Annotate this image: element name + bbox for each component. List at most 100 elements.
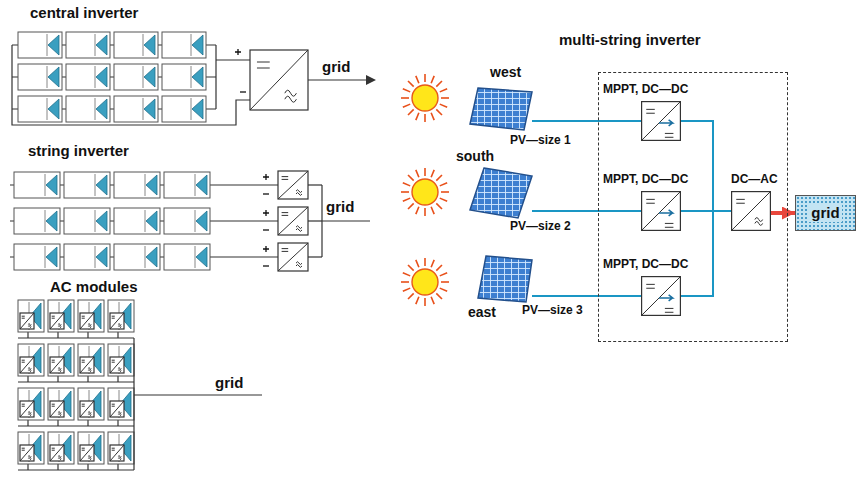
mppt-converter: MPPT, DC—DC	[641, 191, 681, 231]
converter-symbol	[641, 101, 681, 141]
sun-ray	[416, 260, 419, 267]
block-heading: MPPT, DC—DC	[603, 83, 688, 97]
converter-diagonal	[20, 357, 34, 373]
pv-module	[14, 208, 60, 234]
sun-ray	[424, 168, 426, 176]
panel-size-label: PV—size 1	[510, 134, 571, 148]
ac-symbol	[118, 368, 121, 372]
dc-symbol	[82, 360, 85, 362]
module-diode	[192, 35, 203, 55]
module-drop	[57, 332, 58, 338]
converter-box	[80, 401, 94, 417]
ac-symbol	[755, 218, 763, 226]
pv-module	[114, 64, 158, 90]
ac-symbol	[285, 90, 297, 102]
dc-symbol	[52, 360, 55, 362]
sun-ray	[440, 89, 447, 92]
pv-module	[66, 96, 110, 122]
minus-sign	[263, 265, 269, 266]
module-drop	[27, 376, 28, 382]
pv-module	[18, 344, 44, 376]
module-diode	[146, 247, 157, 267]
converter-box	[50, 401, 64, 417]
pv-module	[162, 64, 206, 90]
converter-box	[642, 277, 681, 316]
module-drop	[57, 376, 58, 382]
dc-symbol	[112, 316, 115, 318]
converter-diagonal	[642, 277, 681, 316]
module-divider	[145, 210, 146, 232]
plus-sign	[263, 246, 269, 252]
mppt-converter: MPPT, DC—DC	[641, 276, 681, 316]
pv-module	[18, 32, 62, 58]
sun-ray	[408, 293, 414, 299]
pv-module	[66, 64, 110, 90]
module-drop	[57, 464, 58, 470]
converter-symbol	[731, 191, 771, 231]
plus-sign	[235, 49, 241, 55]
module-divider	[95, 34, 96, 56]
dc-line	[532, 295, 641, 297]
panel-size-label: PV—size 3	[522, 304, 583, 318]
module-divider	[195, 174, 196, 196]
dc-plus-wire	[216, 59, 250, 60]
pv-module	[48, 300, 74, 332]
sun-ray	[431, 113, 434, 120]
dc-bus	[215, 45, 216, 109]
converter-diagonal	[642, 102, 681, 141]
sun-ray	[431, 297, 434, 304]
string-inverter-illustration	[10, 171, 370, 271]
ac-symbol	[28, 412, 31, 416]
converter-diagonal	[50, 445, 64, 461]
pv-module	[64, 244, 110, 270]
converter-diagonal	[642, 192, 681, 231]
inverter-enclosure: multi-string inverterMPPT, DC—DCMPPT, DC…	[598, 72, 788, 342]
converter-box	[110, 313, 124, 329]
converter-diagonal	[110, 445, 124, 461]
mppt-converter: MPPT, DC—DC	[641, 101, 681, 141]
ac-symbol	[58, 324, 61, 328]
dc-ac-inverter: DC—AC	[731, 191, 771, 231]
sun-ray	[440, 273, 447, 276]
module-diode	[96, 99, 107, 119]
module-drop	[27, 332, 28, 338]
pv-module	[78, 388, 104, 420]
sun-disc	[412, 269, 438, 295]
module-diode	[96, 247, 107, 267]
module-divider	[191, 98, 192, 120]
pv-module	[108, 300, 134, 332]
pv-module	[48, 344, 74, 376]
converter-diagonal	[50, 357, 64, 373]
sun-ray	[408, 81, 414, 87]
dc-symbol	[282, 249, 289, 252]
sun-ray	[440, 104, 447, 107]
dc-line	[681, 121, 731, 211]
ac-wire	[18, 381, 134, 382]
module-diode	[96, 67, 107, 87]
sun-ray	[403, 198, 410, 201]
module-divider	[95, 246, 96, 268]
ac-wire	[308, 220, 322, 221]
dc-dc-arrow	[659, 210, 673, 216]
dc-symbol	[52, 404, 55, 406]
module-drop	[27, 420, 28, 426]
dc-symbol	[22, 360, 25, 362]
converter-box	[80, 313, 94, 329]
sun-disc	[412, 179, 438, 205]
sun-ray	[440, 198, 447, 201]
pv-module	[114, 172, 160, 198]
sun-icon	[401, 74, 449, 122]
pv-panel-picture	[476, 256, 532, 302]
block-heading: DC—AC	[731, 173, 778, 187]
pv-module	[162, 32, 206, 58]
module-diode	[146, 211, 157, 231]
converter-diagonal	[278, 243, 308, 271]
sun-ray	[416, 113, 419, 120]
sun-ray	[403, 183, 410, 186]
converter-diagonal	[80, 445, 94, 461]
panel-size-label: PV—size 2	[510, 220, 571, 234]
pv-module	[164, 244, 210, 270]
ac-symbol	[296, 226, 302, 232]
converter-symbol	[641, 191, 681, 231]
converter-diagonal	[732, 192, 771, 231]
